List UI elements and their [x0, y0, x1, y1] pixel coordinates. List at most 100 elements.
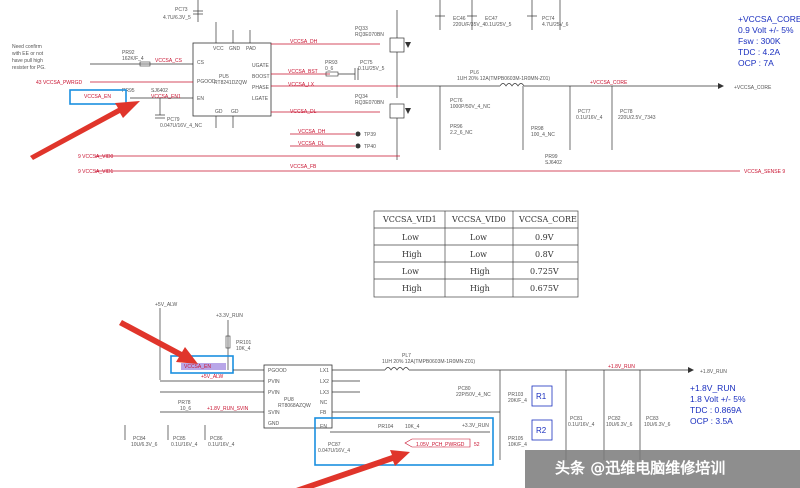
svg-text:SVIN: SVIN — [268, 410, 280, 416]
svg-text:FB: FB — [320, 410, 327, 416]
svg-text:10_6: 10_6 — [180, 406, 191, 412]
svg-text:PR92: PR92 — [122, 50, 135, 56]
svg-text:PL6: PL6 — [470, 70, 479, 76]
svg-text:PR96: PR96 — [450, 124, 463, 130]
svg-text:0.1U/16V_4: 0.1U/16V_4 — [568, 422, 595, 428]
svg-text:GD: GD — [231, 109, 239, 115]
pq33-mosfet: PQ33 RQ3E070BN — [355, 10, 411, 98]
svg-text:LGATE: LGATE — [252, 96, 269, 102]
vccsa-en-bottom-label: VCCSA_EN — [184, 364, 211, 370]
svg-text:VCCSA_EN1: VCCSA_EN1 — [151, 94, 181, 100]
svg-text:R1: R1 — [536, 392, 547, 401]
svg-text:PC86: PC86 — [210, 436, 223, 442]
table-cell: High — [402, 284, 422, 293]
arrow-to-vccsa-en — [30, 101, 140, 160]
svg-text:0.1U/25V_5: 0.1U/25V_5 — [485, 22, 512, 28]
vid-table: VCCSA_VID1 VCCSA_VID0 VCCSA_CORE Low Low… — [373, 210, 579, 298]
svg-text:EC47: EC47 — [485, 16, 498, 22]
svg-text:OCP : 7A: OCP : 7A — [738, 58, 774, 68]
svg-text:BOOST: BOOST — [252, 74, 270, 80]
svg-text:0.047U/16V_4_NC: 0.047U/16V_4_NC — [160, 123, 202, 129]
table-cell: 0.9V — [535, 233, 554, 242]
svg-text:162K/F_4: 162K/F_4 — [122, 56, 144, 62]
svg-text:PU5: PU5 — [219, 74, 229, 80]
svg-text:UGATE: UGATE — [252, 63, 270, 69]
svg-text:PGOOD: PGOOD — [268, 368, 287, 374]
svg-text:PR98: PR98 — [531, 126, 544, 132]
svg-text:52: 52 — [474, 442, 480, 448]
svg-text:PQ34: PQ34 — [355, 94, 368, 100]
svg-text:PC79: PC79 — [167, 117, 180, 123]
table-cell: 0.8V — [535, 250, 554, 259]
svg-text:PC73: PC73 — [175, 7, 188, 13]
svg-text:VCCSA_LX: VCCSA_LX — [288, 82, 315, 88]
vccsa-en-highlight: VCCSA_EN — [69, 89, 127, 105]
svg-text:+1.8V_RUN: +1.8V_RUN — [608, 364, 635, 370]
svg-text:NC: NC — [320, 400, 328, 406]
svg-text:4.7U/25V_6: 4.7U/25V_6 — [542, 22, 569, 28]
svg-text:PC77: PC77 — [578, 109, 591, 115]
svg-text:TP39: TP39 — [364, 132, 376, 138]
note-line-1: Need confirm — [12, 44, 42, 50]
svg-text:+3.3V_RUN: +3.3V_RUN — [216, 313, 243, 319]
svg-text:PC87: PC87 — [328, 442, 341, 448]
svg-text:PR104: PR104 — [378, 424, 394, 430]
svg-text:PC85: PC85 — [173, 436, 186, 442]
svg-text:PR78: PR78 — [178, 400, 191, 406]
svg-text:PR103: PR103 — [508, 392, 524, 398]
vccsa-spec: +VCCSA_CORE 0.9 Volt +/- 5% Fsw : 300K T… — [738, 14, 800, 68]
table-cell: 0.675V — [530, 284, 559, 293]
svg-text:+1.8V_RUN: +1.8V_RUN — [700, 369, 727, 375]
svg-text:EC46: EC46 — [453, 16, 466, 22]
pu5-left-wires: PR92 162K/F_4 VCCSA_CS 43 VCCSA_PWRGD PR… — [36, 50, 202, 129]
table-cell: Low — [470, 233, 487, 242]
svg-text:PC78: PC78 — [620, 109, 633, 115]
svg-text:EN: EN — [197, 96, 204, 102]
svg-text:PR99: PR99 — [545, 154, 558, 160]
svg-text:RQ3E070BN: RQ3E070BN — [355, 100, 384, 106]
vid-lines: 9 VCCSA_VID0 9 VCCSA_VID1 VCCSA_FB PR99 … — [78, 154, 785, 175]
table-cell: Low — [470, 250, 487, 259]
fb-network: PC80 22P/50V_4_NC PR103 20K/F_4 PR105 10… — [456, 370, 671, 460]
svg-text:PC83: PC83 — [646, 416, 659, 422]
svg-text:0.1U/16V_4: 0.1U/16V_4 — [576, 115, 603, 121]
svg-text:+3.3V_RUN: +3.3V_RUN — [462, 423, 489, 429]
pc73-capacitor: PC73 4.7U/6.3V_5 — [163, 0, 203, 22]
table-header: VCCSA_CORE — [518, 215, 577, 224]
table-cell: Low — [402, 233, 419, 242]
svg-text:VCCSA_SENSE 9: VCCSA_SENSE 9 — [744, 169, 785, 175]
svg-text:PC80: PC80 — [458, 386, 471, 392]
svg-text:RT8241DZQW: RT8241DZQW — [214, 80, 247, 86]
svg-text:+5V_ALW: +5V_ALW — [201, 374, 224, 380]
table-cell: High — [402, 250, 422, 259]
svg-text:0_6: 0_6 — [325, 66, 334, 72]
svg-text:9 VCCSA_VID0: 9 VCCSA_VID0 — [78, 154, 114, 160]
svg-text:10U/6.3V_6: 10U/6.3V_6 — [606, 422, 633, 428]
svg-text:1000P/50V_4_NC: 1000P/50V_4_NC — [450, 104, 491, 110]
svg-text:0.1U/25V_5: 0.1U/25V_5 — [358, 66, 385, 72]
svg-text:1UH 20% 12A(TMPB0603M-1R0MN-Z0: 1UH 20% 12A(TMPB0603M-1R0MN-Z01) — [457, 76, 550, 82]
svg-text:4.7U/6.3V_5: 4.7U/6.3V_5 — [163, 15, 191, 21]
svg-text:2.2_6_NC: 2.2_6_NC — [450, 130, 473, 136]
svg-text:PC75: PC75 — [360, 60, 373, 66]
svg-text:OCP : 3.5A: OCP : 3.5A — [690, 416, 733, 426]
svg-text:VCCSA_DH: VCCSA_DH — [298, 129, 326, 135]
svg-text:PC82: PC82 — [608, 416, 621, 422]
svg-text:PR101: PR101 — [236, 340, 252, 346]
svin-network: PR78 10_6 +1.8V_RUN_SVIN PC84 10U/6.3V_6… — [124, 400, 249, 448]
svg-text:220U/F/35V_4: 220U/F/35V_4 — [453, 22, 485, 28]
svg-text:PL7: PL7 — [402, 353, 411, 359]
watermark-text: 头条 @迅维电脑维修培训 — [555, 459, 725, 477]
svg-text:0.9 Volt +/- 5%: 0.9 Volt +/- 5% — [738, 25, 794, 35]
vccsa-pwrgd-label: 43 VCCSA_PWRGD — [36, 80, 83, 86]
svg-text:PVIN: PVIN — [268, 379, 280, 385]
svg-text:10K_4: 10K_4 — [236, 346, 251, 352]
svg-text:PR93: PR93 — [325, 60, 338, 66]
table-header: VCCSA_VID1 — [382, 215, 437, 224]
run18-spec: +1.8V_RUN 1.8 Volt +/- 5% TDC : 0.869A O… — [690, 383, 746, 426]
svg-text:LX2: LX2 — [320, 379, 329, 385]
pg-note: Need confirm with EE or not have pull hi… — [12, 44, 46, 71]
note-line-2: with EE or not — [12, 51, 44, 57]
svg-text:VCCSA_DL: VCCSA_DL — [290, 109, 317, 115]
svg-text:PC81: PC81 — [570, 416, 583, 422]
